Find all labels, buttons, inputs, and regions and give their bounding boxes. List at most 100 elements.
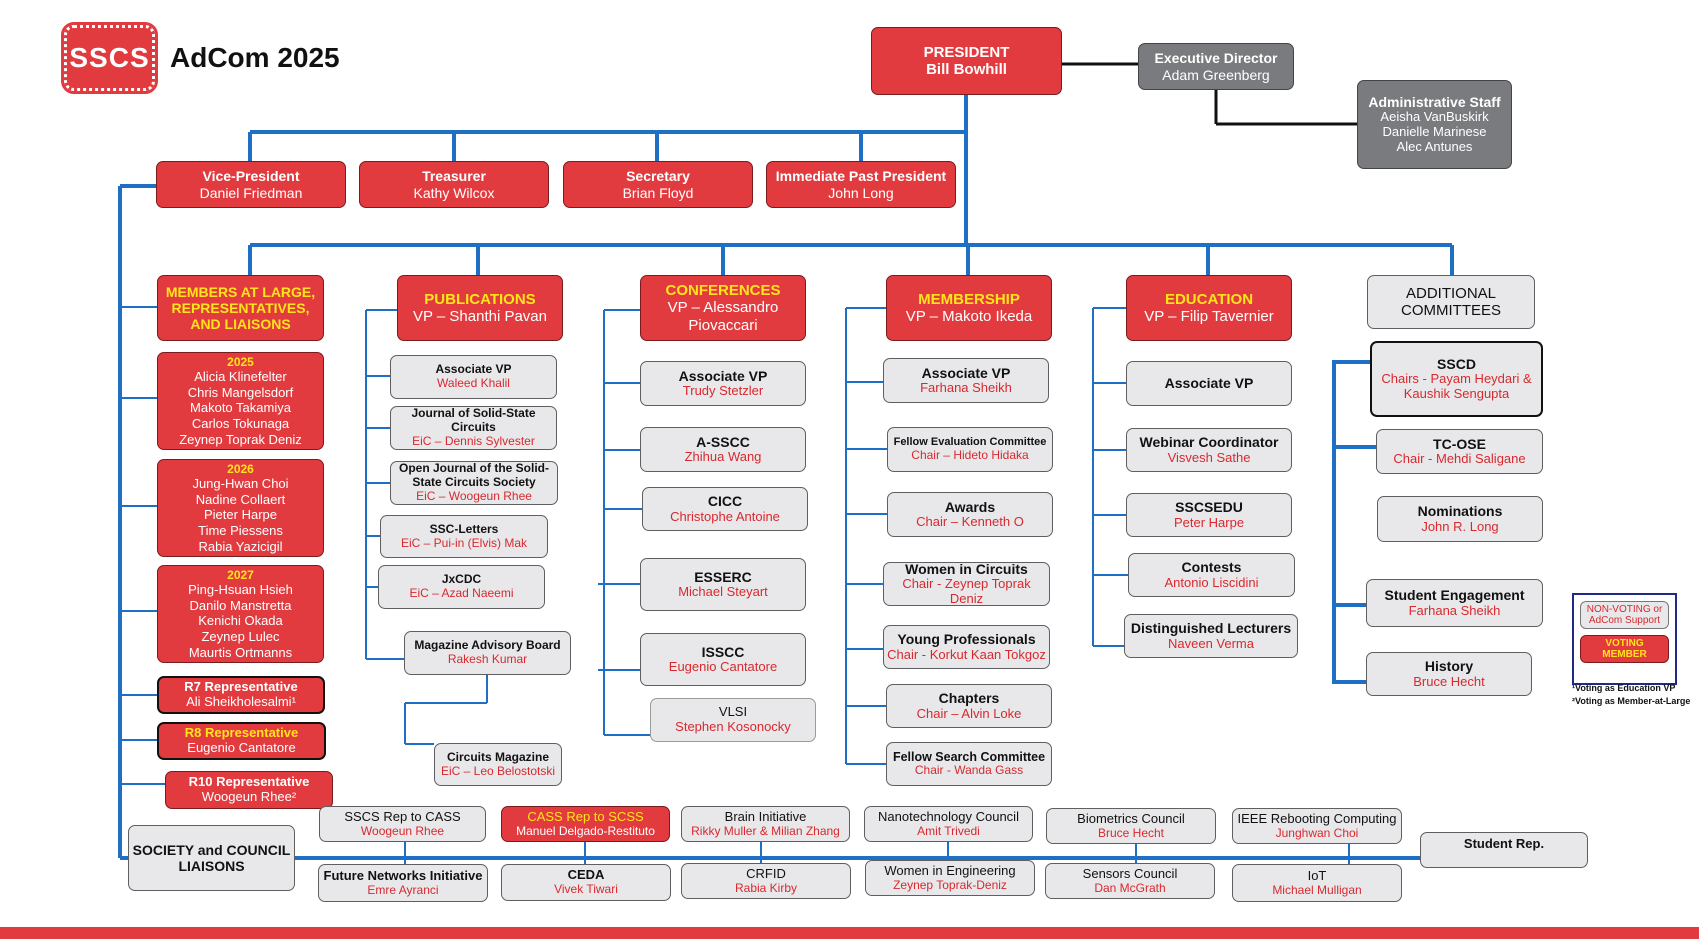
committee-chair: Chair - Zeynep Toprak Deniz bbox=[902, 576, 1031, 607]
conf-vlsi: VLSI Stephen Kosonocky bbox=[650, 698, 816, 742]
division-title: CONFERENCES bbox=[665, 282, 781, 300]
committee-chair: Chair - Wanda Gass bbox=[914, 763, 1024, 778]
publications-header: PUBLICATIONS VP – Shanthi Pavan bbox=[397, 275, 563, 341]
pub-jssc: Journal of Solid-State Circuits EiC – De… bbox=[390, 406, 557, 450]
r10-representative: R10 Representative Woogeun Rhee² bbox=[165, 771, 333, 809]
conf-isscc: ISSCC Eugenio Cantatore bbox=[640, 633, 806, 686]
liaison-name: Amit Trivedi bbox=[917, 823, 980, 838]
edu-distinguished-lecturers: Distinguished Lecturers Naveen Verma bbox=[1124, 614, 1298, 658]
mal-member: Alicia Klinefelter bbox=[194, 369, 287, 385]
officer-name: Daniel Friedman bbox=[199, 184, 303, 201]
committee-title: Magazine Advisory Board bbox=[414, 638, 561, 653]
committee-title: Contests bbox=[1181, 559, 1242, 576]
committee-title: CICC bbox=[707, 493, 743, 510]
officer-past-president: Immediate Past President John Long bbox=[766, 161, 956, 208]
liaison-iot: IoT Michael Mulligan bbox=[1232, 864, 1402, 902]
committee-title: Fellow Evaluation Committee bbox=[893, 436, 1047, 449]
members-at-large-header: MEMBERS AT LARGE, REPRESENTATIVES, AND L… bbox=[157, 275, 324, 341]
mem-fellow-evaluation: Fellow Evaluation Committee Chair – Hide… bbox=[887, 427, 1053, 472]
liaison-women-in-engineering: Women in Engineering Zeynep Toprak-Deniz bbox=[865, 860, 1035, 896]
committee-title: A-SSCC bbox=[696, 433, 750, 450]
pub-jxcdc: JxCDC EiC – Azad Naeemi bbox=[378, 565, 545, 609]
liaison-name: Dan McGrath bbox=[1094, 880, 1166, 895]
education-header: EDUCATION VP – Filip Tavernier bbox=[1126, 275, 1292, 341]
admin-staff-title: Administrative Staff bbox=[1368, 94, 1501, 111]
membership-header: MEMBERSHIP VP – Makoto Ikeda bbox=[886, 275, 1052, 341]
officer-title: Vice-President bbox=[202, 168, 300, 185]
conf-associate-vp: Associate VP Trudy Stetzler bbox=[640, 361, 806, 406]
committee-title: VLSI bbox=[718, 704, 748, 720]
rep-name: Ali Sheikholesalmi¹ bbox=[186, 694, 296, 709]
mal-member: Danilo Manstretta bbox=[189, 597, 292, 613]
liaison-title: IoT bbox=[1307, 867, 1327, 883]
liaison-title: CEDA bbox=[567, 867, 605, 883]
sscs-logo: SSCS bbox=[61, 22, 158, 94]
additional-header-line: ADDITIONAL bbox=[1405, 284, 1496, 302]
committee-chair: Waleed Khalil bbox=[437, 376, 510, 390]
r7-representative: R7 Representative Ali Sheikholesalmi¹ bbox=[157, 676, 325, 714]
mal-group-2027: 2027 Ping-Hsuan Hsieh Danilo Manstretta … bbox=[157, 565, 324, 663]
committee-chair: EiC – Pui-in (Elvis) Mak bbox=[400, 535, 528, 550]
committee-title: Associate VP bbox=[1164, 375, 1254, 392]
student-rep-label: Student Rep. bbox=[1463, 836, 1545, 851]
student-rep: Student Rep. bbox=[1420, 832, 1588, 868]
committee-chair: Rakesh Kumar bbox=[447, 652, 528, 666]
liaison-sscs-rep-cass: SSCS Rep to CASS Woogeun Rhee bbox=[319, 806, 486, 842]
r8-representative: R8 Representative Eugenio Cantatore bbox=[157, 722, 326, 760]
mal-header-line: AND LIAISONS bbox=[190, 316, 291, 333]
committee-title: Student Engagement bbox=[1384, 587, 1525, 604]
officer-name: Brian Floyd bbox=[622, 184, 694, 201]
mal-member: Pieter Harpe bbox=[204, 507, 277, 523]
mal-member: Kenichi Okada bbox=[198, 613, 283, 629]
mal-group-2026: 2026 Jung-Hwan Choi Nadine Collaert Piet… bbox=[157, 459, 324, 557]
committee-chair: John R. Long bbox=[1421, 518, 1499, 534]
liaison-title: Biometrics Council bbox=[1077, 810, 1185, 826]
liaisons-label-line: SOCIETY and COUNCIL bbox=[132, 841, 291, 858]
committee-title: Chapters bbox=[938, 690, 1000, 707]
committee-title: SSCD bbox=[1437, 356, 1476, 373]
committee-title: JxCDC bbox=[441, 572, 482, 587]
liaison-crfid: CRFID Rabia Kirby bbox=[681, 863, 851, 899]
committee-chair: Eugenio Cantatore bbox=[668, 659, 778, 675]
add-history: History Bruce Hecht bbox=[1366, 652, 1532, 696]
liaison-name: Zeynep Toprak-Deniz bbox=[893, 877, 1007, 892]
pub-ojsscs: Open Journal of the Solid-State Circuits… bbox=[390, 461, 558, 505]
mal-member: Zeynep Lulec bbox=[201, 628, 280, 644]
committee-chair: EiC – Leo Belostotski bbox=[440, 763, 556, 778]
division-title: EDUCATION bbox=[1164, 290, 1254, 308]
committee-chair: Chairs - Payam Heydari & Kaushik Sengupt… bbox=[1381, 371, 1532, 402]
committee-chair: Stephen Kosonocky bbox=[675, 719, 791, 734]
liaison-name: Bruce Hecht bbox=[1097, 825, 1165, 840]
add-nominations: Nominations John R. Long bbox=[1377, 496, 1543, 542]
committee-chair: Chair – Hideto Hidaka bbox=[911, 447, 1029, 462]
liaison-title: Future Networks Initiative bbox=[323, 867, 483, 883]
president-title: PRESIDENT bbox=[923, 43, 1010, 61]
additional-header-line: COMMITTEES bbox=[1401, 302, 1501, 319]
president-name: Bill Bowhill bbox=[926, 61, 1007, 78]
mal-header-line: MEMBERS AT LARGE, bbox=[165, 283, 316, 300]
pub-ssc-letters: SSC-Letters EiC – Pui-in (Elvis) Mak bbox=[380, 515, 548, 558]
mal-group-2025: 2025 Alicia Klinefelter Chris Mangelsdor… bbox=[157, 352, 324, 450]
add-tc-ose: TC-OSE Chair - Mehdi Saligane bbox=[1376, 429, 1543, 474]
officer-title: Immediate Past President bbox=[775, 168, 947, 185]
committee-title: Associate VP bbox=[435, 362, 512, 377]
conf-a-sscc: A-SSCC Zhihua Wang bbox=[640, 427, 806, 472]
officer-name: Kathy Wilcox bbox=[413, 184, 495, 201]
liaison-brain-initiative: Brain Initiative Rikky Muller & Milian Z… bbox=[681, 806, 850, 842]
division-vp: VP – Makoto Ikeda bbox=[905, 308, 1033, 325]
rep-name: Eugenio Cantatore bbox=[187, 740, 296, 755]
pub-magazine-board: Magazine Advisory Board Rakesh Kumar bbox=[404, 631, 571, 675]
page-title: AdCom 2025 bbox=[170, 42, 340, 73]
committee-title: TC-OSE bbox=[1433, 435, 1486, 452]
mal-member: Zeynep Toprak Deniz bbox=[179, 431, 302, 447]
committee-title: Fellow Search Committee bbox=[892, 749, 1046, 764]
committee-chair: Farhana Sheikh bbox=[1408, 602, 1501, 618]
executive-director-name: Adam Greenberg bbox=[1162, 66, 1270, 83]
footnotes: ¹Voting as Education VP ²Voting as Membe… bbox=[1572, 682, 1690, 708]
conf-esserc: ESSERC Michael Steyart bbox=[640, 558, 806, 611]
committee-chair: Zhihua Wang bbox=[684, 449, 762, 465]
committee-title: Circuits Magazine bbox=[446, 749, 550, 764]
liaison-title: CASS Rep to SCSS bbox=[527, 808, 644, 824]
additional-committees-header: ADDITIONAL COMMITTEES bbox=[1367, 275, 1535, 329]
committee-chair: Chair – Kenneth O bbox=[916, 514, 1024, 530]
